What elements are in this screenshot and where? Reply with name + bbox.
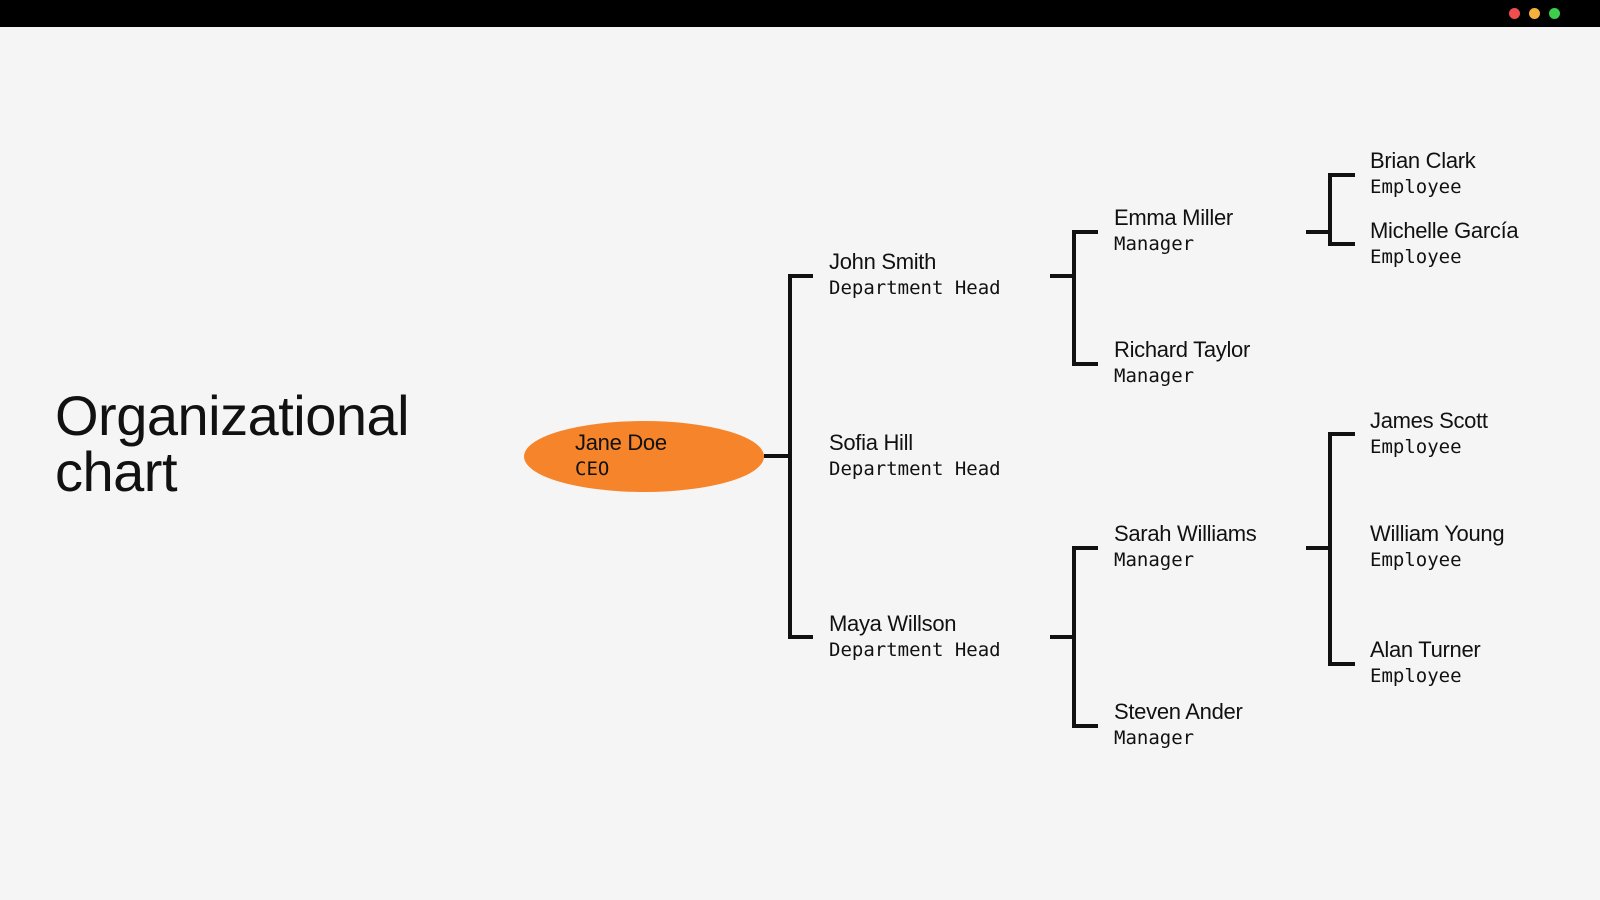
title-line-1: Organizational <box>55 384 410 447</box>
node-manager: Richard Taylor Manager <box>1114 337 1250 390</box>
node-role: Employee <box>1370 665 1462 687</box>
node-name: Steven Ander <box>1114 699 1243 724</box>
title-line-2: chart <box>55 440 178 503</box>
node-employee: William Young Employee <box>1370 521 1505 574</box>
node-name: Michelle García <box>1370 218 1519 243</box>
node-ceo: Jane Doe CEO <box>575 430 667 483</box>
node-name: James Scott <box>1370 408 1488 433</box>
node-name: Alan Turner <box>1370 637 1481 662</box>
maximize-dot[interactable] <box>1549 8 1560 19</box>
close-dot[interactable] <box>1509 8 1520 19</box>
minimize-dot[interactable] <box>1529 8 1540 19</box>
node-role: Department Head <box>829 639 1001 661</box>
node-manager: Emma Miller Manager <box>1114 205 1233 258</box>
node-manager: Sarah Williams Manager <box>1114 521 1257 574</box>
connector-manager-1-to-employees <box>1306 173 1355 246</box>
node-role: Employee <box>1370 176 1462 198</box>
node-employee: Michelle García Employee <box>1370 218 1519 271</box>
connector-head-3-to-managers <box>1050 546 1098 728</box>
node-name: Maya Willson <box>829 611 957 636</box>
node-role: Department Head <box>829 458 1001 480</box>
node-role: Manager <box>1114 233 1195 255</box>
node-name: Richard Taylor <box>1114 337 1251 362</box>
node-employee: Alan Turner Employee <box>1370 637 1481 690</box>
node-name: John Smith <box>829 249 937 274</box>
connector-manager-3-to-employees <box>1306 432 1355 666</box>
node-role: Manager <box>1114 549 1195 571</box>
node-name: Emma Miller <box>1114 205 1233 230</box>
node-role: CEO <box>575 458 610 480</box>
node-department-head: John Smith Department Head <box>829 249 1001 302</box>
node-name: Brian Clark <box>1370 148 1476 173</box>
node-role: Employee <box>1370 436 1462 458</box>
node-name: William Young <box>1370 521 1505 546</box>
node-role: Manager <box>1114 365 1195 387</box>
window-top-bar <box>0 0 1600 27</box>
page-title: Organizational chart <box>55 384 410 503</box>
node-role: Department Head <box>829 277 1001 299</box>
node-name: Sofia Hill <box>829 430 913 455</box>
node-role: Employee <box>1370 549 1462 571</box>
node-department-head: Maya Willson Department Head <box>829 611 1001 664</box>
node-name: Sarah Williams <box>1114 521 1257 546</box>
node-department-head: Sofia Hill Department Head <box>829 430 1001 483</box>
node-manager: Steven Ander Manager <box>1114 699 1243 752</box>
ceo-oval <box>524 421 764 492</box>
connector-head-1-to-managers <box>1050 230 1098 366</box>
node-employee: Brian Clark Employee <box>1370 148 1476 201</box>
node-name: Jane Doe <box>575 430 667 455</box>
node-role: Manager <box>1114 727 1195 749</box>
node-role: Employee <box>1370 246 1462 268</box>
node-employee: James Scott Employee <box>1370 408 1488 461</box>
connector-ceo-to-heads <box>764 274 813 639</box>
